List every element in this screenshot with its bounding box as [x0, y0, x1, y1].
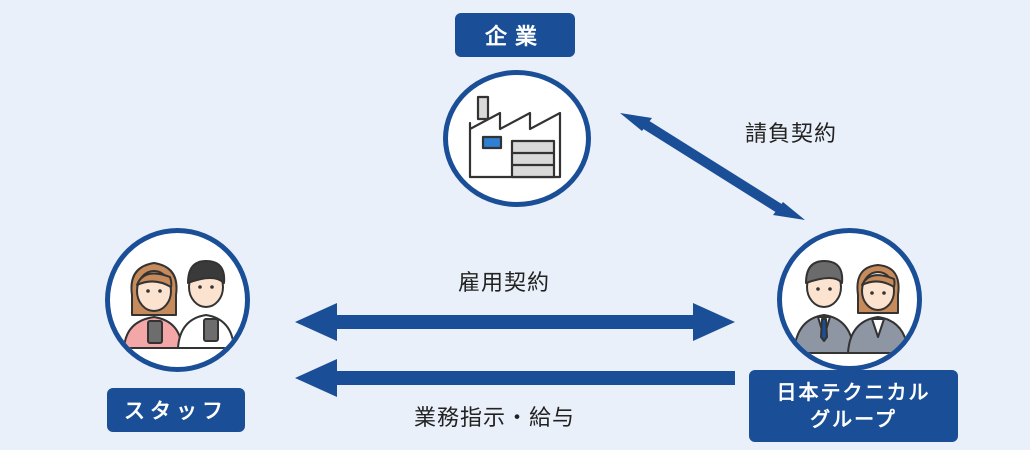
staff-people-icon — [123, 260, 235, 349]
factory-icon — [468, 95, 562, 179]
business-people-icon — [793, 260, 909, 354]
group-label: 日本テクニカル グループ — [749, 370, 958, 442]
staff-node — [105, 228, 250, 372]
arrow-gyomu — [295, 359, 735, 397]
edge-label-ukeoi: 請負契約 — [745, 122, 838, 147]
group-label-line1: 日本テクニカル — [776, 380, 931, 404]
staff-label: スタッフ — [107, 388, 245, 432]
group-label-line2: グループ — [810, 407, 897, 431]
edge-label-gyomu: 業務指示・給与 — [414, 406, 576, 431]
company-node — [443, 70, 591, 207]
edge-label-koyo: 雇用契約 — [458, 271, 551, 296]
company-label: 企業 — [455, 13, 575, 57]
arrow-ukeoi — [620, 113, 805, 220]
group-node — [777, 228, 922, 371]
arrow-koyo — [295, 303, 735, 341]
